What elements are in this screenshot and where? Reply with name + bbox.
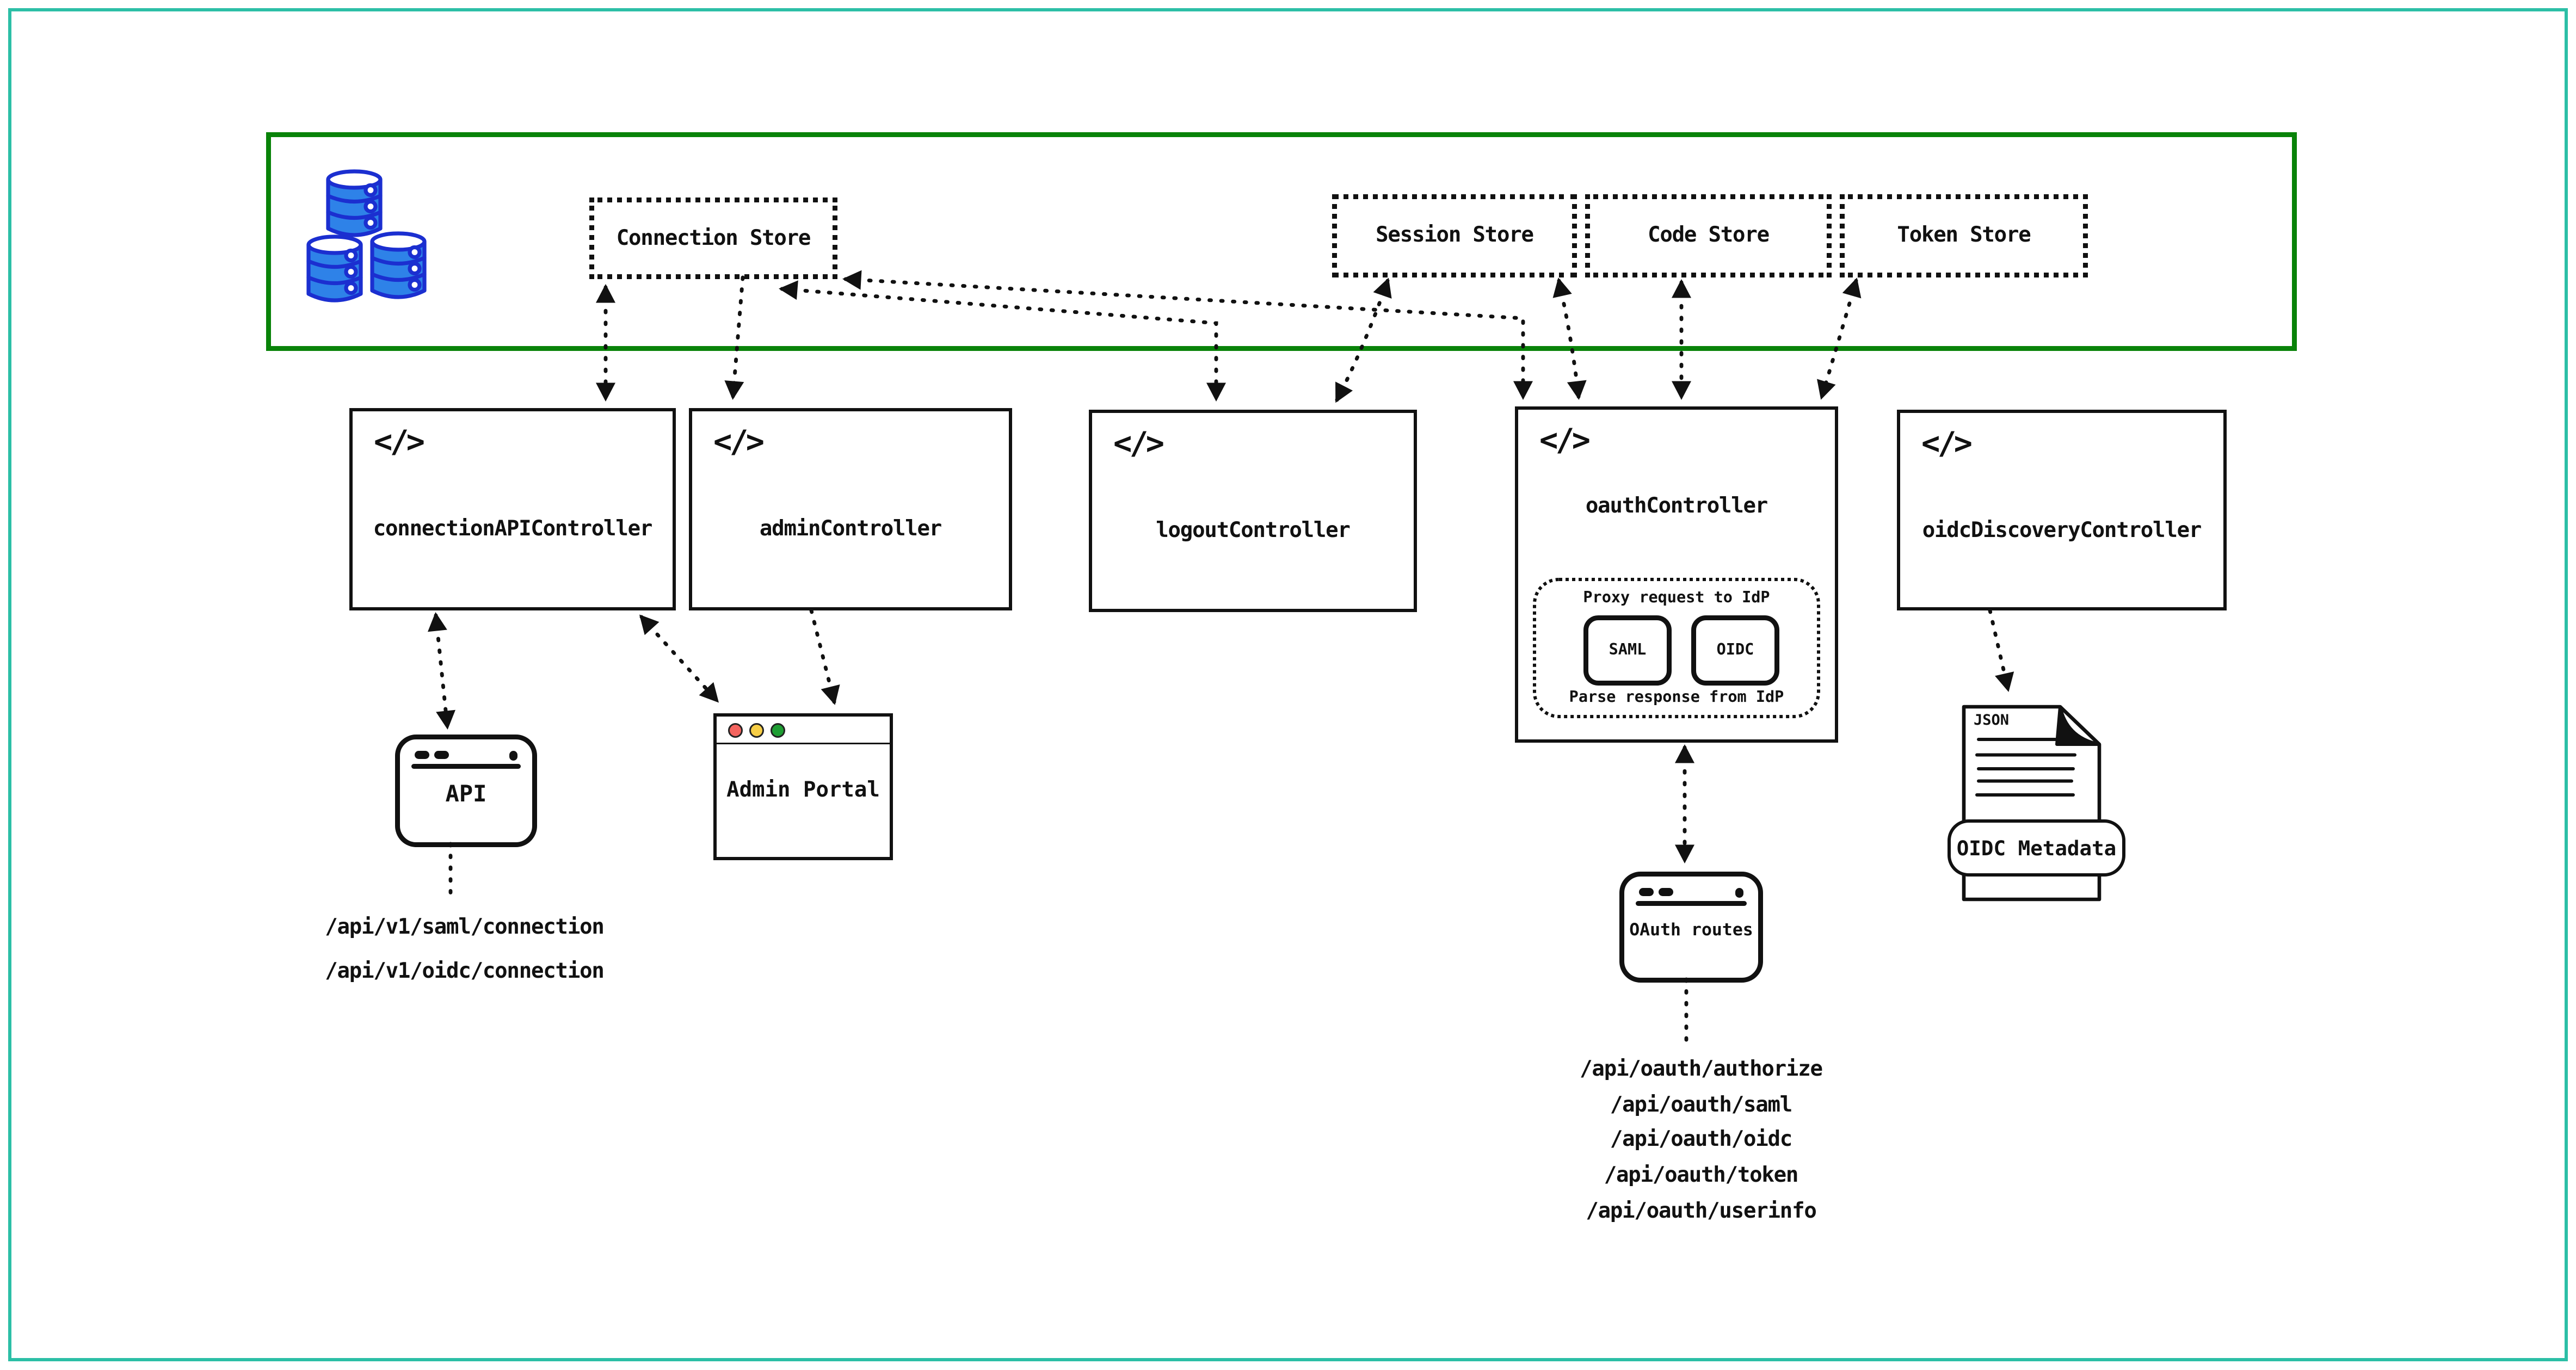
window-dash-icon bbox=[1659, 888, 1673, 896]
admin-controller-label: adminController bbox=[759, 517, 942, 542]
oidc-discovery-controller-label: oidcDiscoveryController bbox=[1922, 519, 2202, 544]
endpoint-text: /api/oauth/oidc bbox=[1610, 1128, 1792, 1153]
code-store-box: Code Store bbox=[1585, 194, 1832, 277]
endpoint-text: /api/oauth/authorize bbox=[1580, 1058, 1823, 1082]
idp-proxy-box: Proxy request to IdP SAML OIDC Parse res… bbox=[1533, 578, 1820, 718]
connection-store-label: Connection Store bbox=[616, 226, 811, 251]
browser-titlebar bbox=[717, 717, 890, 744]
session-store-box: Session Store bbox=[1332, 194, 1577, 277]
saml-protocol-box: SAML bbox=[1583, 615, 1672, 686]
session-store-label: Session Store bbox=[1376, 224, 1534, 248]
oauth-endpoints: /api/oauth/authorize /api/oauth/saml /ap… bbox=[1554, 1059, 1848, 1224]
logout-controller-box: </> logoutController bbox=[1089, 410, 1417, 612]
logout-controller-label: logoutController bbox=[1156, 519, 1351, 544]
code-icon: </> bbox=[1113, 426, 1164, 462]
endpoint-text: /api/oauth/userinfo bbox=[1586, 1199, 1817, 1224]
code-icon: </> bbox=[1539, 423, 1591, 459]
proxy-request-label: Proxy request to IdP bbox=[1583, 589, 1770, 607]
api-window-icon: API bbox=[395, 735, 537, 847]
database-cluster-icon bbox=[306, 169, 427, 303]
window-dash-icon bbox=[434, 751, 449, 759]
admin-controller-box: </> adminController bbox=[689, 408, 1012, 610]
connection-store-box: Connection Store bbox=[589, 198, 837, 279]
parse-response-label: Parse response from IdP bbox=[1569, 689, 1784, 707]
window-dash-icon bbox=[415, 751, 429, 759]
oidc-protocol-box: OIDC bbox=[1691, 615, 1779, 686]
close-dot-icon bbox=[728, 723, 743, 738]
code-icon: </> bbox=[374, 424, 425, 460]
oidc-label: OIDC bbox=[1716, 641, 1754, 659]
maximize-dot-icon bbox=[771, 723, 785, 738]
connection-api-controller-label: connectionAPIController bbox=[373, 517, 653, 542]
window-dot-icon bbox=[1734, 888, 1743, 897]
oidc-metadata-label: OIDC Metadata bbox=[1956, 836, 2117, 860]
api-label: API bbox=[445, 782, 487, 808]
connection-api-endpoints: /api/v1/saml/connection /api/v1/oidc/con… bbox=[322, 917, 607, 984]
connection-api-controller-box: </> connectionAPIController bbox=[349, 408, 676, 610]
window-divider bbox=[411, 763, 521, 769]
window-dot-icon bbox=[508, 751, 517, 760]
window-divider bbox=[1636, 900, 1747, 906]
oauth-controller-label: oauthController bbox=[1585, 495, 1768, 519]
endpoint-text: /api/oauth/token bbox=[1604, 1164, 1799, 1189]
endpoint-text: /api/v1/saml/connection bbox=[325, 916, 605, 940]
code-icon: </> bbox=[713, 424, 765, 460]
oauth-controller-box: </> oauthController Proxy request to IdP… bbox=[1515, 406, 1838, 743]
admin-portal-label: Admin Portal bbox=[726, 779, 880, 803]
code-store-label: Code Store bbox=[1648, 224, 1770, 248]
oauth-routes-label: OAuth routes bbox=[1629, 921, 1753, 940]
admin-portal-window: Admin Portal bbox=[713, 713, 893, 860]
saml-label: SAML bbox=[1609, 641, 1647, 659]
token-store-label: Token Store bbox=[1897, 224, 2031, 248]
endpoint-text: /api/v1/oidc/connection bbox=[325, 960, 605, 984]
oidc-discovery-controller-box: </> oidcDiscoveryController bbox=[1897, 410, 2227, 610]
code-icon: </> bbox=[1921, 426, 1973, 462]
oauth-routes-window-icon: OAuth routes bbox=[1619, 872, 1763, 983]
json-filetype-label: JSON bbox=[1974, 713, 2010, 730]
endpoint-text: /api/oauth/saml bbox=[1610, 1093, 1792, 1118]
minimize-dot-icon bbox=[749, 723, 764, 738]
token-store-box: Token Store bbox=[1840, 194, 2088, 277]
oidc-metadata-pill: OIDC Metadata bbox=[1948, 819, 2125, 877]
page-border bbox=[8, 8, 2568, 1362]
window-dash-icon bbox=[1639, 888, 1654, 896]
